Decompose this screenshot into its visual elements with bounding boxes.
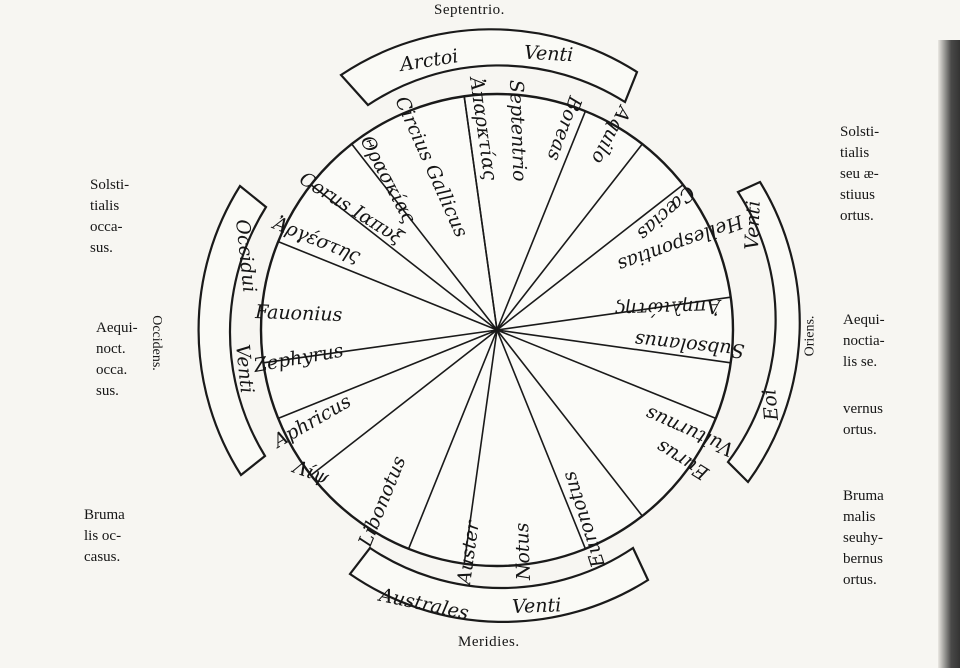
spoke-line xyxy=(496,296,731,331)
label-west: Occidens. xyxy=(148,315,164,371)
spoke-line xyxy=(463,329,498,564)
band-venti-south: Venti xyxy=(512,594,562,618)
wind-notus: Notus xyxy=(511,522,535,582)
spoke-line xyxy=(351,143,498,331)
note-right-top: Solsti- tialis seu æ- stiuus ortus. xyxy=(840,124,880,224)
page-edge-shadow xyxy=(938,40,960,668)
spoke-line xyxy=(496,184,684,331)
east-band xyxy=(726,180,801,484)
wind-septentrio: Septentrio xyxy=(505,79,531,181)
note-left-top: Solsti- tialis occa- sus. xyxy=(90,177,130,256)
west-band xyxy=(197,184,268,477)
note-right-middle2: vernus ortus. xyxy=(843,401,883,438)
label-south: Meridies. xyxy=(458,634,520,650)
wind-aphelioten: Ἀπηλιώτης xyxy=(614,295,722,321)
note-left-bottom: Bruma lis oc- casus. xyxy=(84,507,125,565)
band-venti-north: Venti xyxy=(524,42,574,67)
spoke-line xyxy=(496,329,731,364)
note-left-middle: Aequi- noct. occa. sus. xyxy=(96,320,138,399)
spoke-line xyxy=(463,96,498,331)
spoke-line xyxy=(496,329,643,517)
spoke-line xyxy=(496,143,643,331)
band-venti-east: Venti xyxy=(741,200,765,250)
spoke-line xyxy=(277,240,498,331)
spoke-line xyxy=(277,329,498,420)
spoke-line xyxy=(263,329,498,364)
note-right-middle: Aequi- noctia- lis se. xyxy=(843,312,885,370)
south-band xyxy=(348,546,650,623)
spoke-line xyxy=(496,329,587,550)
north-band xyxy=(339,28,639,107)
spoke-line xyxy=(310,184,498,331)
band-frames xyxy=(197,28,801,623)
spoke-line xyxy=(496,329,717,420)
label-east: Oriens. xyxy=(802,315,818,357)
spoke-line xyxy=(496,110,587,331)
spoke-line xyxy=(407,329,498,550)
wind-favonius: Fauonius xyxy=(254,301,343,326)
label-north: Septentrio. xyxy=(434,2,505,18)
note-right-bottom: Bruma malis seuhy- bernus ortus. xyxy=(843,488,884,588)
spoke-line xyxy=(310,329,498,476)
band-venti-west: Venti xyxy=(231,343,258,394)
spokes xyxy=(263,96,731,564)
band-eoi: Eoi xyxy=(758,388,783,422)
